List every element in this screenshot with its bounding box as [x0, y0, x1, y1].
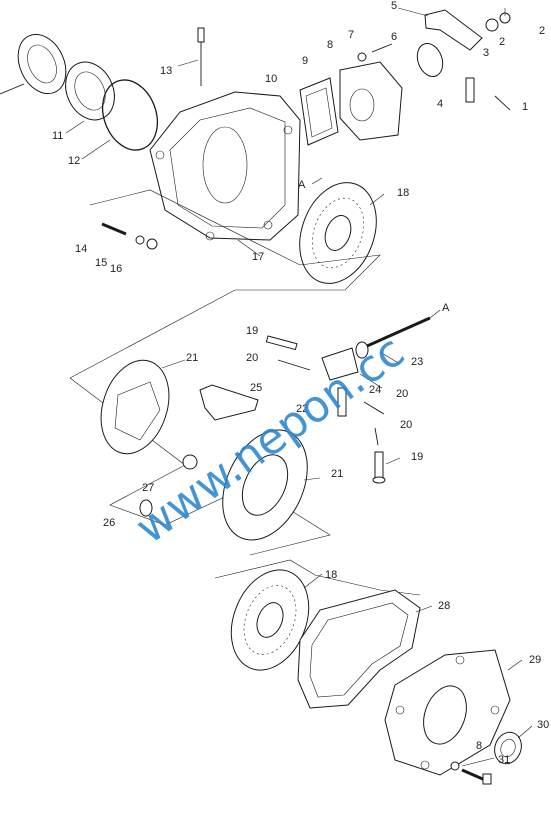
- callout-25: 25: [250, 382, 262, 394]
- washer-8: [357, 52, 367, 62]
- callout-27: 27: [142, 482, 154, 494]
- callout-12: 12: [68, 155, 80, 167]
- callout-14: 14: [75, 243, 87, 255]
- stud-bolt-14: [101, 222, 127, 236]
- cotter-pins-20: [277, 359, 385, 446]
- callout-3: 3: [483, 47, 489, 59]
- release-fork: [424, 9, 511, 51]
- callout-21: 21: [331, 468, 343, 480]
- pressure-plate-left: [100, 359, 170, 455]
- reference-mark-a-upper: A: [298, 179, 306, 191]
- callout-19: 19: [246, 325, 258, 337]
- yoke-24: [321, 347, 359, 381]
- callout-18: 18: [397, 187, 409, 199]
- callout-18: 18: [325, 569, 337, 581]
- callout-5: 5: [391, 0, 397, 12]
- callout-21: 21: [186, 352, 198, 364]
- reference-arrow-upper: [311, 177, 323, 185]
- pin-19-upper: [265, 335, 298, 351]
- pin-22: [337, 387, 347, 417]
- callout-15: 15: [95, 257, 107, 269]
- oil-seal-30: [494, 731, 522, 765]
- callout-2: 2: [499, 36, 505, 48]
- clutch-disc-lower: [230, 569, 310, 671]
- callout-1: 1: [522, 101, 528, 113]
- reference-mark-a-middle: A: [442, 302, 450, 314]
- oil-seal-large: [0, 33, 67, 95]
- clutch-housing: [149, 91, 301, 241]
- callout-11: 11: [52, 130, 63, 142]
- pressure-plate-right: [222, 429, 308, 541]
- callout-31: 31: [498, 754, 510, 766]
- clutch-disc-upper: [299, 182, 377, 284]
- callout-24: 24: [369, 384, 381, 396]
- bolt-31: [461, 768, 492, 785]
- washer-8-lower: [450, 761, 460, 771]
- spring-26: [139, 499, 153, 517]
- callout-4: 4: [437, 98, 443, 110]
- ball-27: [182, 454, 198, 470]
- callout-13: 13: [160, 65, 172, 77]
- gasket-28: [297, 589, 421, 709]
- callout-17: 17: [252, 251, 264, 263]
- release-bearing-holder: [339, 61, 403, 141]
- o-ring: [101, 79, 159, 151]
- callout-20: 20: [246, 352, 258, 364]
- callout-29: 29: [529, 654, 541, 666]
- callout-20: 20: [396, 388, 408, 400]
- callout-23: 23: [411, 356, 423, 368]
- callout-10: 10: [265, 73, 277, 85]
- callout-labels: 1 2 2 3 4 5 6 7 8 9 10 11 12 13 14 15 16…: [52, 0, 549, 766]
- callout-28: 28: [438, 600, 450, 612]
- callout-9: 9: [302, 55, 308, 67]
- callout-8: 8: [327, 39, 333, 51]
- cotter-pin-1: [494, 95, 511, 111]
- callout-22: 22: [296, 403, 308, 415]
- callout-19: 19: [411, 451, 423, 463]
- bolt-7: [371, 43, 393, 53]
- leader-lines: [65, 7, 533, 767]
- end-cover-29: [384, 649, 511, 776]
- callout-6: 6: [391, 31, 397, 43]
- long-bolt: [197, 27, 205, 86]
- callout-30: 30: [537, 719, 549, 731]
- lever-25: [199, 384, 259, 421]
- oil-seal: [65, 61, 115, 121]
- reference-arrow-middle: [429, 309, 441, 319]
- callout-16: 16: [110, 263, 122, 275]
- release-bearing: [416, 43, 444, 77]
- pin-4: [465, 77, 475, 103]
- callout-8: 8: [476, 740, 482, 752]
- callout-2: 2: [539, 25, 545, 37]
- nut-16: [146, 238, 158, 250]
- callout-26: 26: [103, 517, 115, 529]
- washer-15: [135, 235, 145, 245]
- pin-19-lower: [372, 451, 386, 484]
- callout-20: 20: [400, 419, 412, 431]
- gasket-plate: [299, 77, 339, 146]
- callout-7: 7: [348, 29, 354, 41]
- rod-23: [355, 316, 431, 359]
